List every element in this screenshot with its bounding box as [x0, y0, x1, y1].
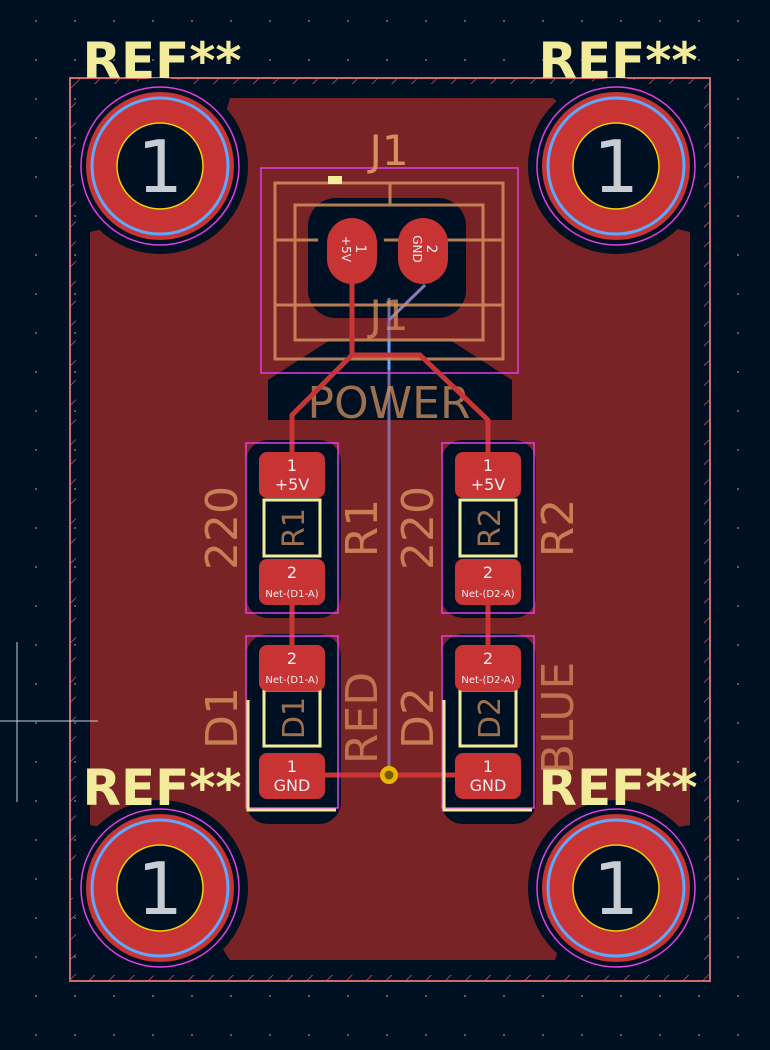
- led-fab-label: D1: [277, 697, 312, 739]
- connector-pad-2[interactable]: [398, 218, 448, 284]
- pad-net-name: +5V: [275, 475, 310, 494]
- resistor-ref-label: R2: [533, 499, 584, 558]
- pad-net-name: GND: [470, 776, 507, 795]
- pad-net-name: Net-(D1-A): [265, 589, 318, 600]
- smd-pad[interactable]: [455, 452, 521, 498]
- pad-net-name: Net-(D1-A): [265, 675, 318, 686]
- mounting-hole-pad-number: 1: [137, 125, 183, 209]
- mounting-hole-pad-number: 1: [593, 847, 639, 931]
- pad-number: 1: [483, 456, 493, 475]
- connector-pad-1[interactable]: [327, 218, 377, 284]
- connector-j1[interactable]: J1 J1 POWER 1 +5V 2 GND: [260, 126, 519, 429]
- led-ref-label: D1: [197, 687, 248, 749]
- connector-fab-label: J1: [366, 291, 408, 340]
- courtyard: [441, 635, 535, 809]
- smd-pad[interactable]: [259, 645, 325, 691]
- silkscreen-outline: [262, 498, 322, 558]
- resistor-ref-label: R1: [337, 499, 388, 558]
- mounting-hole[interactable]: 1 REF**: [536, 32, 698, 246]
- connector-ref-label: J1: [366, 126, 408, 175]
- resistor-value-label: 220: [197, 486, 248, 570]
- courtyard: [441, 442, 535, 614]
- mounting-hole-ref-label: REF**: [82, 32, 241, 90]
- pad-number: 1: [287, 456, 297, 475]
- pad-net-name: Net-(D2-A): [461, 589, 514, 600]
- smd-pad[interactable]: [259, 452, 325, 498]
- smd-pad[interactable]: [455, 645, 521, 691]
- pad-net-name: +5V: [471, 475, 506, 494]
- courtyard: [245, 442, 339, 614]
- resistor-value-label: 220: [393, 486, 444, 570]
- silkscreen-outline: [458, 498, 518, 558]
- mounting-hole[interactable]: 1 REF**: [80, 759, 242, 968]
- pad-number: 2: [483, 649, 493, 668]
- led-fab-label: D2: [473, 697, 508, 739]
- courtyard: [245, 635, 339, 809]
- led-value-label: BLUE: [533, 662, 584, 775]
- pad-net-name: Net-(D2-A): [461, 675, 514, 686]
- resistor-fab-label: R2: [473, 508, 508, 548]
- mounting-hole[interactable]: 1 REF**: [536, 759, 698, 968]
- mounting-hole-pad-number: 1: [593, 125, 639, 209]
- mounting-hole[interactable]: 1 REF**: [80, 32, 242, 246]
- mounting-hole-ref-label: REF**: [538, 32, 697, 90]
- smd-pad[interactable]: [455, 753, 521, 799]
- pad-number: 2: [287, 563, 297, 582]
- connector-pad-1-net: +5V: [339, 236, 353, 263]
- resistor-fab-label: R1: [277, 508, 312, 548]
- led-value-label: RED: [337, 672, 388, 764]
- pad-number: 1: [287, 757, 297, 776]
- pad-net-name: GND: [274, 776, 311, 795]
- smd-pad[interactable]: [259, 753, 325, 799]
- smd-pad[interactable]: [455, 559, 521, 605]
- pad-number: 2: [483, 563, 493, 582]
- smd-pad[interactable]: [259, 559, 325, 605]
- mounting-hole-pad-number: 1: [137, 847, 183, 931]
- connector-pad-1-num: 1: [352, 245, 368, 254]
- pad-number: 1: [483, 757, 493, 776]
- via[interactable]: [380, 766, 398, 784]
- connector-pad-2-net: GND: [410, 235, 424, 263]
- mounting-hole-ref-label: REF**: [538, 759, 697, 817]
- pad-number: 2: [287, 649, 297, 668]
- mounting-hole-ref-label: REF**: [82, 759, 241, 817]
- led-ref-label: D2: [393, 687, 444, 749]
- connector-pad-2-num: 2: [423, 245, 439, 254]
- crosshair-cursor: [0, 642, 98, 802]
- connector-value-label: POWER: [307, 378, 470, 429]
